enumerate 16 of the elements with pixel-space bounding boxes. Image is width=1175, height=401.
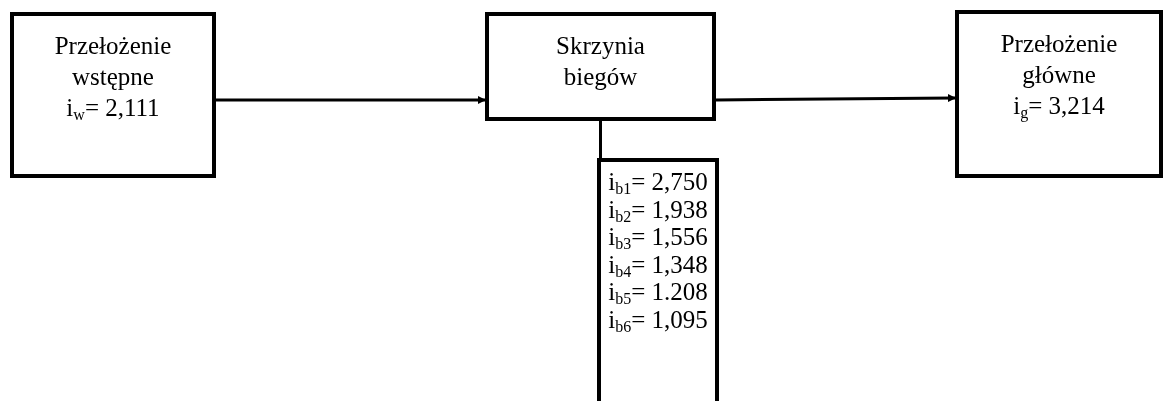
process-box [597, 158, 719, 401]
ratio-text: i$_{g}$= 3,214 [1013, 91, 1105, 121]
process-box [10, 12, 216, 178]
ratio-text: i$_{b4}$= 1,348 [608, 250, 708, 278]
ratio-text: i$_{b5}$= 1.208 [608, 278, 708, 306]
arrow [216, 96, 486, 104]
arrow [716, 94, 956, 103]
box-title: Skrzynia biegów [555, 31, 646, 92]
process-box [955, 10, 1163, 178]
process-box [485, 12, 716, 121]
connector-line [599, 121, 602, 158]
ratio-text: i$_{b3}$= 1,556 [608, 223, 708, 251]
ratio-text: i$_{b2}$= 1,938 [608, 195, 708, 223]
ratio-text: i$_{b1}$= 2,750 [608, 168, 708, 196]
ratio-text: i$_{w}$= 2,111 [66, 93, 160, 123]
ratio-text: i$_{b6}$= 1,095 [608, 305, 708, 333]
